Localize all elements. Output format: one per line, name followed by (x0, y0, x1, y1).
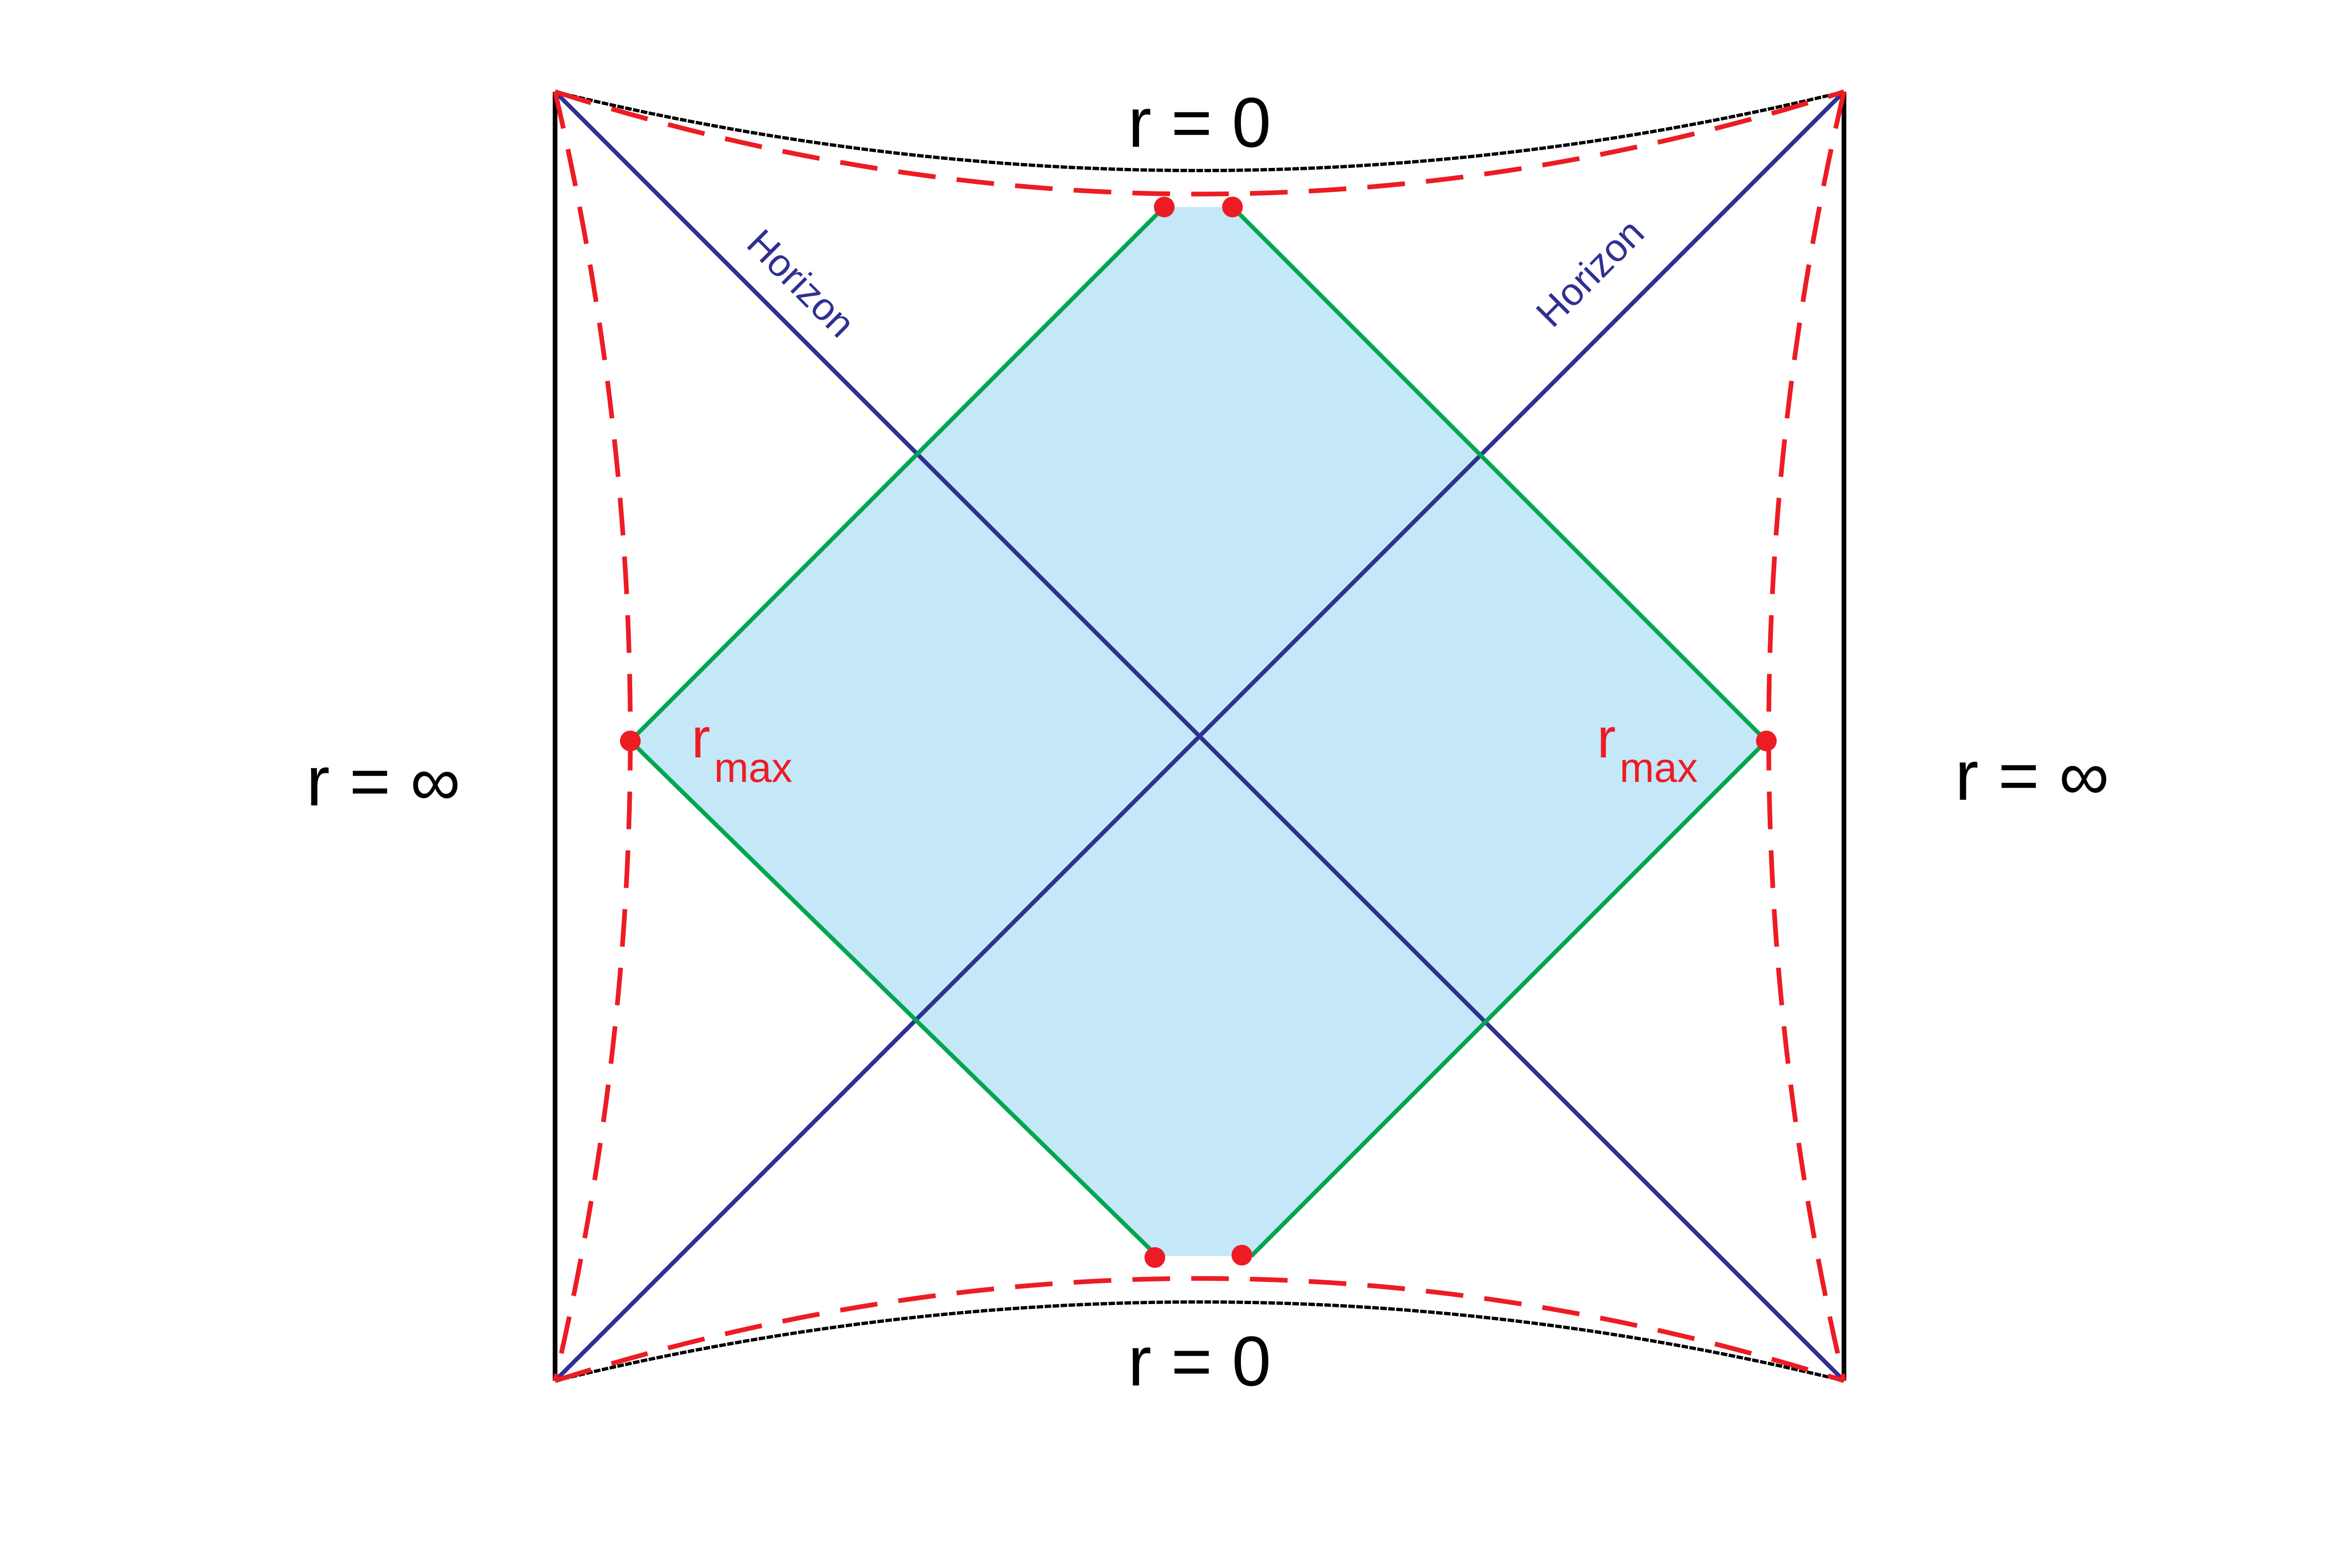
rmax-base: r (1597, 707, 1616, 770)
marker-dot (620, 731, 641, 751)
left-boundary-label: r = ∞ (306, 741, 461, 820)
marker-dot (1222, 197, 1243, 217)
marker-dot (1756, 731, 1777, 751)
marker-dot (1154, 197, 1175, 217)
horizon-label-left: Horizon (739, 221, 863, 345)
horizon-line-right (553, 90, 1846, 1383)
dashed-curve-bottom (554, 1276, 1845, 1383)
right-boundary-label: r = ∞ (1955, 736, 2109, 815)
horizon-label-right: Horizon (1528, 211, 1652, 335)
rmax-label-right: rmax (1597, 707, 1698, 791)
rmax-base: r (691, 707, 710, 770)
shaded-region (630, 207, 1766, 1256)
top-singularity-label: r = 0 (1128, 83, 1271, 162)
rmax-subscript: max (714, 744, 792, 791)
dashed-curve-right (1766, 91, 1846, 1382)
top-singularity-curve (555, 90, 1844, 172)
dashed-curve-top (554, 89, 1845, 197)
marker-dot (1144, 1247, 1165, 1268)
marker-dot (1232, 1245, 1252, 1266)
bottom-singularity-label: r = 0 (1128, 1321, 1271, 1401)
rmax-subscript: max (1620, 744, 1698, 791)
dashed-curve-left (553, 91, 633, 1382)
rmax-label-left: rmax (691, 707, 792, 791)
bottom-singularity-curve (555, 1300, 1844, 1383)
